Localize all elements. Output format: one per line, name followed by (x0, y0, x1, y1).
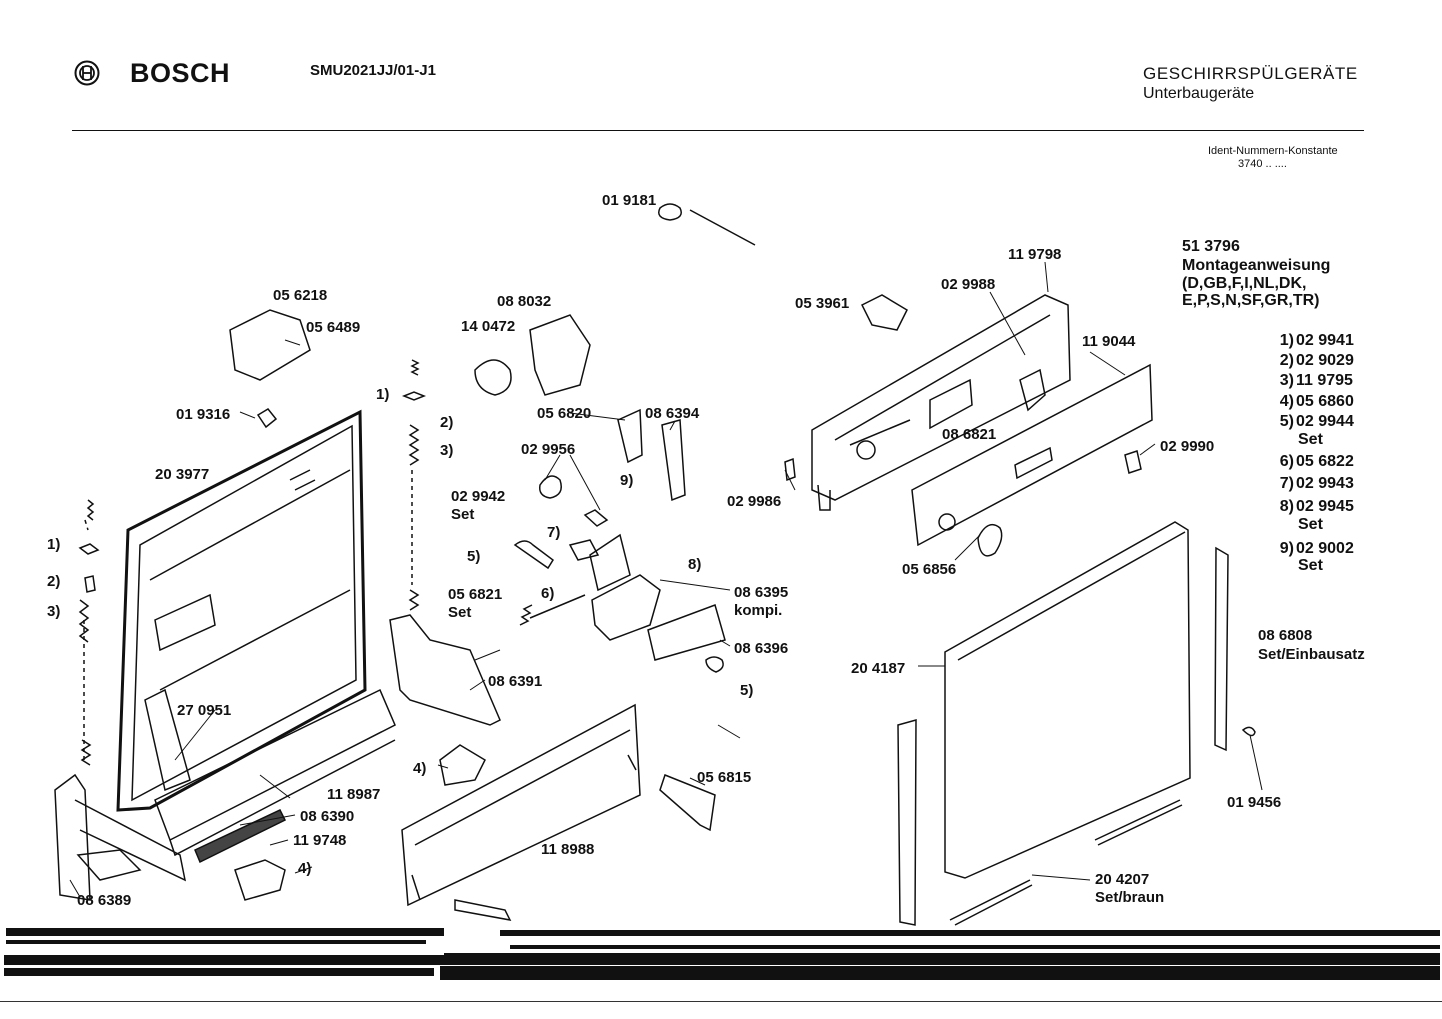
part-label: 11 8988 (541, 841, 595, 858)
part-label: 14 0472 (461, 318, 516, 335)
category-title: GESCHIRRSPÜLGERÄTE (1143, 64, 1358, 83)
footnote-item: 5)02 9944 (1279, 413, 1354, 430)
part-label: 05 3961 (795, 295, 850, 312)
footnote-item-sub: Set (1298, 516, 1323, 533)
manual-number: 51 3796 (1182, 238, 1240, 255)
ident-value: 3740 .. .... (1238, 158, 1287, 170)
leader-lines (69, 261, 1263, 898)
right-hinge (389, 359, 501, 726)
kick-plate (401, 703, 716, 922)
small-parts (229, 203, 1256, 737)
part-label: 02 9988 (941, 276, 996, 293)
footnote-item: 6)05 6822 (1279, 453, 1354, 470)
part-label: 02 9990 (1160, 438, 1215, 455)
part-label: 05 6218 (273, 287, 328, 304)
part-label: 05 6856 (902, 561, 957, 578)
manual-title: Montageanweisung (1182, 257, 1331, 274)
ref-marker: 5) (467, 548, 481, 565)
part-label: 05 6489 (306, 319, 361, 336)
door-outer-panel (897, 521, 1229, 926)
part-label-sub: Set/Einbausatz (1258, 646, 1365, 663)
door-inner-panel (116, 409, 367, 812)
part-label: 02 9956 (521, 441, 576, 458)
part-label: 11 9748 (293, 832, 347, 849)
ref-marker: 7) (547, 524, 561, 541)
left-hinge (54, 499, 187, 901)
front-panel (784, 363, 1153, 557)
part-label: 08 6391 (488, 673, 543, 690)
part-label: 11 9798 (1008, 246, 1062, 263)
control-panel-frame (811, 294, 1071, 511)
footnote-item: 2)02 9029 (1279, 352, 1354, 369)
ref-marker: 4) (413, 760, 427, 777)
model-number: SMU2021JJ/01-J1 (310, 62, 436, 79)
part-label-sub: kompi. (734, 602, 783, 619)
part-label: 20 4187 (851, 660, 906, 677)
ref-marker: 5) (740, 682, 754, 699)
part-label: 08 6394 (645, 405, 700, 422)
part-label-sub: Set (451, 506, 475, 523)
ref-marker: 2) (440, 414, 454, 431)
manual-languages: E,P,S,N,SF,GR,TR) (1182, 292, 1320, 309)
ref-marker: 2) (47, 573, 61, 590)
ref-marker: 6) (541, 585, 555, 602)
part-label: 08 6390 (300, 808, 355, 825)
part-label: 08 6389 (77, 892, 132, 909)
footnote-item: 7)02 9943 (1279, 475, 1354, 492)
part-label: 08 6821 (942, 426, 997, 443)
part-label-sub: Set (448, 604, 472, 621)
part-label: 05 6820 (537, 405, 592, 422)
bosch-logo-icon (74, 60, 100, 86)
ref-marker: 1) (47, 536, 61, 553)
brand-name: BOSCH (130, 58, 231, 88)
part-label: 01 9316 (176, 406, 231, 423)
part-label: 02 9986 (727, 493, 782, 510)
footnote-item-sub: Set (1298, 557, 1323, 574)
bottom-strips (144, 688, 486, 901)
footnote-item: 1)02 9941 (1279, 332, 1354, 349)
footnote-item: 3)11 9795 (1279, 372, 1353, 389)
scan-artifact-bars (4, 928, 1440, 980)
subcategory-title: Unterbaugeräte (1143, 85, 1255, 102)
ref-marker: 1) (376, 386, 390, 403)
part-label: 08 8032 (497, 293, 552, 310)
part-label: 02 9942 (451, 488, 506, 505)
part-label: 11 9044 (1082, 333, 1136, 350)
part-label: 20 4207 (1095, 871, 1150, 888)
ref-marker: 3) (440, 442, 454, 459)
manual-languages: (D,GB,F,I,NL,DK, (1182, 275, 1307, 292)
ref-marker: 9) (620, 472, 634, 489)
header-divider (72, 130, 1364, 131)
part-label: 08 6395 (734, 584, 789, 601)
part-label: 11 8987 (327, 786, 381, 803)
part-label: 20 3977 (155, 466, 210, 483)
part-label: 27 0951 (177, 702, 232, 719)
part-label: 08 6808 (1258, 627, 1313, 644)
part-label: 01 9456 (1227, 794, 1282, 811)
ref-marker: 8) (688, 556, 702, 573)
ident-label: Ident-Nummern-Konstante (1208, 145, 1338, 157)
footnote-item-sub: Set (1298, 431, 1323, 448)
ref-marker: 4) (298, 860, 312, 877)
footnote-item: 4)05 6860 (1279, 393, 1354, 410)
part-label: 08 6396 (734, 640, 789, 657)
ref-marker: 3) (47, 603, 61, 620)
footnote-item: 8)02 9945 (1279, 498, 1354, 515)
part-label-sub: Set/braun (1095, 889, 1165, 906)
footer-divider (0, 1001, 1442, 1002)
part-label: 05 6815 (697, 769, 752, 786)
part-label: 05 6821 (448, 586, 503, 603)
part-label: 01 9181 (602, 192, 657, 209)
footnote-item: 9)02 9002 (1279, 540, 1354, 557)
